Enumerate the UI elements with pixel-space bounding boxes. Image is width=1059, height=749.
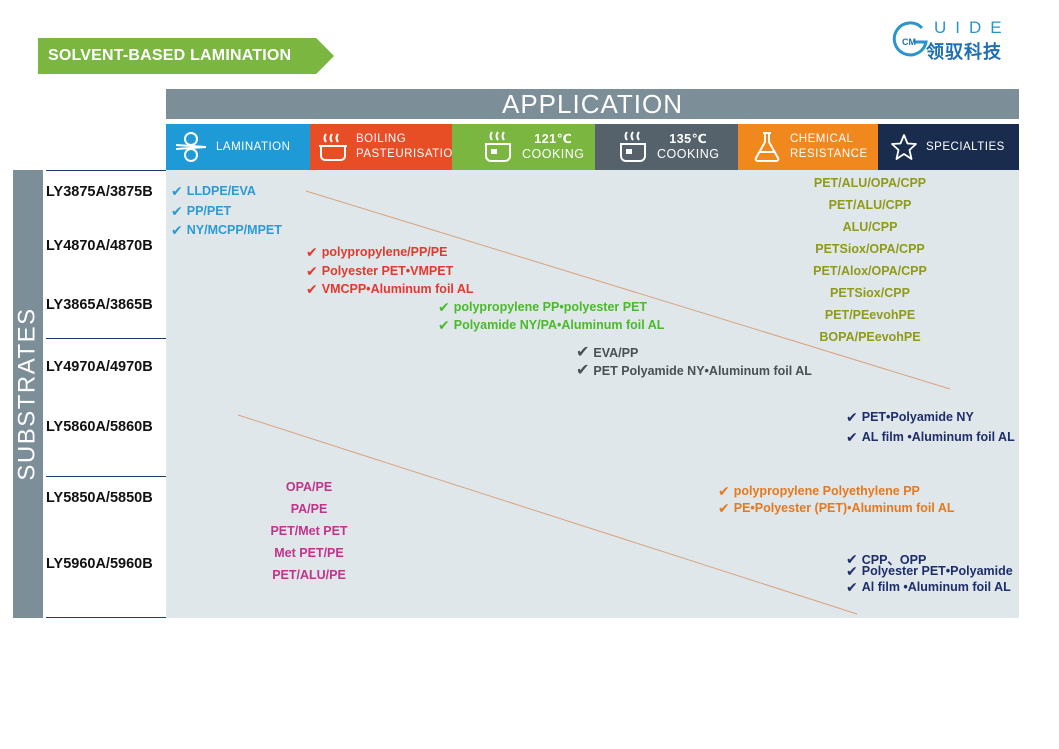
list-item: PETSiox/CPP bbox=[830, 286, 910, 300]
list-item: OPA/PE bbox=[285, 480, 333, 494]
check-icon: ✔ bbox=[171, 222, 183, 238]
substrate-divider bbox=[46, 617, 166, 618]
check-icon: ✔ bbox=[718, 500, 730, 516]
list-item: ✔PE•Polyester (PET)•Aluminum foil AL bbox=[718, 500, 955, 516]
list-item: ✔PET•Polyamide NY bbox=[846, 409, 974, 425]
list-item: PETSiox/OPA/CPP bbox=[815, 242, 925, 256]
list-item: PET/PEevohPE bbox=[824, 308, 916, 322]
substrate-label: LY5850A/5850B bbox=[46, 490, 153, 506]
check-icon: ✔ bbox=[846, 563, 858, 579]
substrates-bar bbox=[13, 170, 43, 618]
category-boiling: BOILING PASTEURISATION bbox=[310, 124, 461, 170]
company-logo: CM UIDE 领驭科技 bbox=[892, 16, 1022, 62]
list-item: BOPA/PEevohPE bbox=[819, 330, 921, 344]
category-chemical: CHEMICAL RESISTANCE bbox=[738, 124, 878, 170]
substrate-divider bbox=[46, 476, 166, 477]
category-specialties: SPECIALTIES bbox=[878, 124, 1019, 170]
boiling-pot-icon bbox=[319, 133, 347, 161]
steam-pot-icon bbox=[485, 131, 511, 162]
check-icon: ✔ bbox=[846, 579, 858, 595]
substrate-label: LY4970A/4970B bbox=[46, 359, 153, 375]
list-item: ✔CPP、OPP bbox=[846, 550, 927, 568]
svg-text:CM: CM bbox=[902, 37, 916, 47]
check-icon: ✔ bbox=[306, 281, 318, 297]
star-icon bbox=[891, 134, 917, 160]
steam-pot-icon bbox=[620, 131, 646, 162]
substrates-title: SUBSTRATES bbox=[14, 307, 41, 481]
category-label: SPECIALTIES bbox=[926, 140, 1005, 153]
check-icon: ✔ bbox=[576, 362, 590, 379]
substrate-label: LY5960A/5960B bbox=[46, 556, 153, 572]
list-item: PET/Alox/OPA/CPP bbox=[813, 264, 927, 278]
list-item: ✔NY/MCPP/MPET bbox=[171, 222, 282, 238]
list-item: ✔LLDPE/EVA bbox=[171, 183, 256, 199]
list-item: ✔AL film •Aluminum foil AL bbox=[846, 429, 1015, 445]
substrate-divider bbox=[46, 170, 166, 171]
category-label-line1: CHEMICAL bbox=[790, 133, 854, 145]
check-icon: ✔ bbox=[171, 183, 183, 199]
list-item: ✔polypropylene PP•polyester PET bbox=[438, 299, 648, 315]
list-item: ✔Polyester PET•VMPET bbox=[306, 263, 454, 279]
check-icon: ✔ bbox=[438, 317, 450, 333]
list-item: PET/ALU/OPA/CPP bbox=[813, 176, 927, 190]
category-temperature: 135℃ bbox=[669, 132, 708, 146]
check-icon: ✔ bbox=[846, 429, 858, 445]
list-item: ✔Al film •Aluminum foil AL bbox=[846, 579, 1011, 595]
category-temperature: 121℃ bbox=[534, 132, 573, 146]
list-item: PA/PE bbox=[290, 502, 328, 516]
substrate-label: LY3865A/3865B bbox=[46, 297, 153, 313]
category-label-line2: RESISTANCE bbox=[790, 148, 868, 160]
check-icon: ✔ bbox=[576, 344, 590, 361]
check-icon: ✔ bbox=[846, 550, 858, 567]
list-item: PET/Met PET bbox=[270, 524, 348, 538]
category-label: LAMINATION bbox=[216, 140, 291, 153]
check-icon: ✔ bbox=[438, 299, 450, 315]
application-title: APPLICATION bbox=[501, 89, 683, 119]
substrates-title-wrap: SUBSTRATES bbox=[13, 170, 43, 618]
section-banner: SOLVENT-BASED LAMINATION bbox=[38, 38, 334, 74]
check-icon: ✔ bbox=[306, 263, 318, 279]
list-item: ✔VMCPP•Aluminum foil AL bbox=[306, 281, 474, 297]
list-item: ✔polypropylene Polyethylene PP bbox=[718, 483, 920, 499]
category-label-line2: PASTEURISATION bbox=[356, 148, 462, 160]
logo-chinese-text: 领驭科技 bbox=[926, 42, 1002, 62]
logo-ring-icon: CM bbox=[892, 21, 928, 57]
banner-title: SOLVENT-BASED LAMINATION bbox=[48, 47, 292, 64]
category-cooking-135: 135℃ COOKING bbox=[595, 124, 738, 170]
category-label-line2: COOKING bbox=[657, 147, 720, 161]
list-item: ALU/CPP bbox=[842, 220, 898, 234]
category-cooking-121: 121℃ COOKING bbox=[452, 124, 595, 170]
chemical-flask-icon bbox=[754, 132, 780, 162]
list-item: PET/ALU/CPP bbox=[828, 198, 912, 212]
check-icon: ✔ bbox=[171, 203, 183, 219]
substrate-divider bbox=[46, 338, 166, 339]
substrate-label: LY4870A/4870B bbox=[46, 238, 153, 254]
category-lamination: LAMINATION bbox=[166, 124, 310, 170]
application-header: APPLICATION bbox=[166, 89, 1019, 119]
list-item: ✔Polyester PET•Polyamide bbox=[846, 563, 1013, 579]
list-item: ✔EVA/PP bbox=[576, 344, 639, 361]
list-item: ✔Polyamide NY/PA•Aluminum foil AL bbox=[438, 317, 665, 333]
list-item: PET/ALU/PE bbox=[272, 568, 346, 582]
list-item: ✔PP/PET bbox=[171, 203, 232, 219]
substrate-label: LY5860A/5860B bbox=[46, 419, 153, 435]
category-label-line1: BOILING bbox=[356, 133, 407, 145]
list-item: ✔polypropylene/PP/PE bbox=[306, 244, 448, 260]
substrate-label: LY3875A/3875B bbox=[46, 184, 153, 200]
check-icon: ✔ bbox=[306, 244, 318, 260]
check-icon: ✔ bbox=[718, 483, 730, 499]
logo-latin-text: UIDE bbox=[934, 18, 1011, 37]
list-item: ✔PET Polyamide NY•Aluminum foil AL bbox=[576, 362, 812, 379]
lamination-rollers-icon bbox=[175, 132, 207, 162]
check-icon: ✔ bbox=[846, 409, 858, 425]
category-label-line2: COOKING bbox=[522, 147, 585, 161]
list-item: Met PET/PE bbox=[274, 546, 344, 560]
